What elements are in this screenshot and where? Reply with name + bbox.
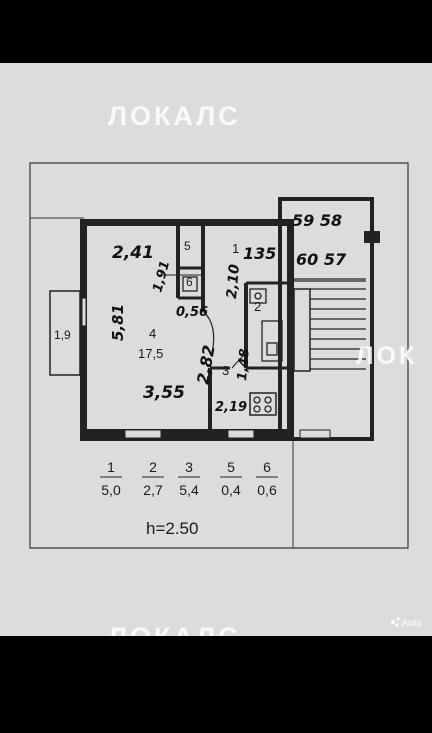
floor-plan: 1 2 3 4 17,5 5 6 1,9 2,41 135 59 58 60 5… [29,101,422,636]
room-4-label: 4 [149,326,156,341]
room-4-area: 17,5 [138,346,163,361]
measure-219: 2,19 [215,400,247,415]
windows [81,297,255,439]
legend-room-number: 3 [185,459,193,475]
legend-room-area: 0,6 [257,482,277,498]
measure-056: 0,56 [176,305,208,320]
partitions [160,226,287,429]
measure-6057: 60 57 [296,250,347,269]
bathroom-fixtures [249,288,283,362]
measure-581: 5,81 [109,304,127,341]
room-2-label: 2 [254,299,261,314]
legend-room-area: 0,4 [221,482,241,498]
legend-room-area: 5,4 [179,482,199,498]
measure-241: 2,41 [112,243,154,263]
measure-355: 3,55 [143,383,185,403]
legend-room-number: 2 [149,459,157,475]
ceiling-height: h=2.50 [146,519,198,538]
measure-191: 1,91 [150,259,173,294]
balcony [49,290,81,376]
measure-5958: 59 58 [292,211,342,230]
room-1-label: 1 [232,241,239,256]
area-legend: 1 2 3 5 6 5,0 2,7 5,4 0,4 0,6 h=2.50 [100,459,278,538]
legend-room-area: 2,7 [143,482,163,498]
room-6-label: 6 [186,275,193,289]
measure-282: 2,82 [193,344,219,386]
avito-badge: Avito [391,617,422,628]
floor-plan-scan: 1 2 3 4 17,5 5 6 1,9 2,41 135 59 58 60 5… [0,63,432,636]
measure-148: 1,48 [235,348,253,381]
balcony-area: 1,9 [54,328,71,342]
room-labels: 1 2 3 4 17,5 5 6 1,9 [54,239,261,378]
staircase [278,197,380,441]
drawing-frame [29,162,409,549]
legend-room-number: 5 [227,459,235,475]
room-5-label: 5 [184,239,191,253]
stove [249,392,277,416]
legend-room-number: 1 [107,459,115,475]
watermark-top: ЛОКАЛС [108,101,241,131]
legend-room-area: 5,0 [101,482,121,498]
room-3-label: 3 [222,363,229,378]
measure-135: 135 [243,244,276,263]
avito-label: Avito [402,618,422,628]
legend-room-number: 6 [263,459,271,475]
measure-210: 2,10 [224,263,243,299]
small-niche [182,276,198,292]
watermark-right: ЛОК [356,342,417,370]
watermark-bottom: ЛОКАЛС [108,622,241,636]
handwritten-measurements: 2,41 135 59 58 60 57 5,81 1,91 2,10 0,56… [109,211,347,415]
door-swings [202,310,247,369]
